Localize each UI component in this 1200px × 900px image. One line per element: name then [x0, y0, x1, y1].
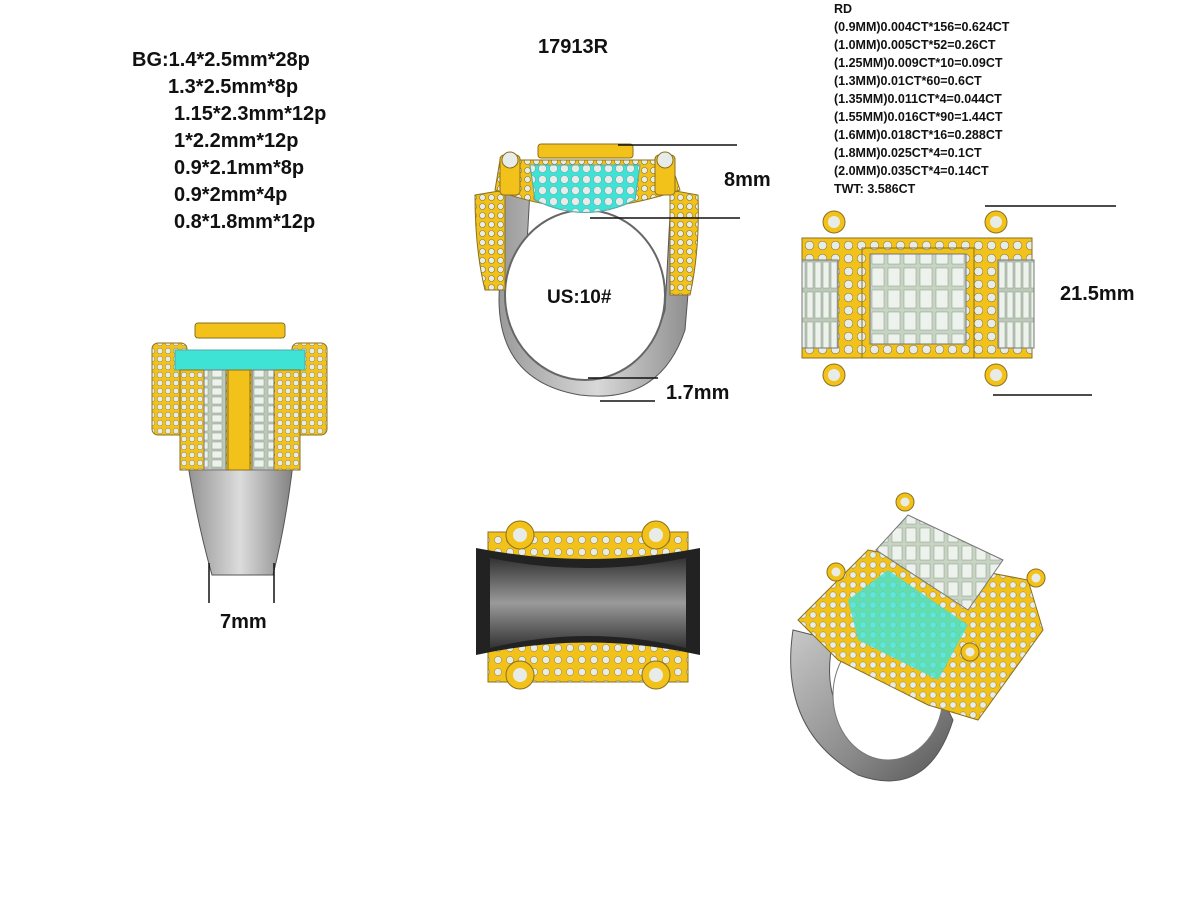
baguette-spec-line: 1.15*2.3mm*12p — [174, 103, 327, 125]
round-stone-line: (1.0MM)0.005CT*52=0.26CT — [834, 38, 996, 52]
baguette-spec-line: 0.9*2.1mm*8p — [174, 157, 305, 179]
round-stone-line: (1.25MM)0.009CT*10=0.09CT — [834, 56, 1003, 70]
round-stone-line: (2.0MM)0.035CT*4=0.14CT — [834, 164, 989, 178]
ring-bottom-view — [476, 520, 700, 690]
round-stone-line: (1.8MM)0.025CT*4=0.1CT — [834, 146, 982, 160]
ring-perspective-view — [790, 492, 1046, 782]
ring-top-view — [801, 205, 1116, 396]
baguette-spec-line: 1.3*2.5mm*8p — [168, 76, 299, 98]
round-stone-line: (1.3MM)0.01CT*60=0.6CT — [834, 74, 982, 88]
baguette-spec-line: 0.8*1.8mm*12p — [174, 211, 316, 233]
round-stone-header: RD — [834, 2, 853, 16]
height-dimension: 8mm — [724, 169, 771, 191]
band-thickness-dimension: 1.7mm — [666, 382, 730, 404]
model-number: 17913R — [538, 36, 609, 58]
ring-size-label: US:10# — [547, 287, 612, 308]
baguette-spec-line: BG:1.4*2.5mm*28p — [132, 49, 310, 71]
ring-side-view — [151, 322, 328, 603]
shank-width-dimension: 7mm — [220, 611, 267, 633]
baguette-spec-line: 0.9*2mm*4p — [174, 184, 288, 206]
baguette-spec-line: 1*2.2mm*12p — [174, 130, 299, 152]
round-stone-line: (1.35MM)0.011CT*4=0.044CT — [834, 92, 1002, 106]
round-stone-line: (1.6MM)0.018CT*16=0.288CT — [834, 128, 1003, 142]
head-width-dimension: 21.5mm — [1060, 283, 1135, 305]
round-stone-line: (1.55MM)0.016CT*90=1.44CT — [834, 110, 1003, 124]
round-stone-line: (0.9MM)0.004CT*156=0.624CT — [834, 20, 1010, 34]
round-stone-total: TWT: 3.586CT — [834, 182, 916, 196]
ring-profile-view — [474, 143, 740, 402]
